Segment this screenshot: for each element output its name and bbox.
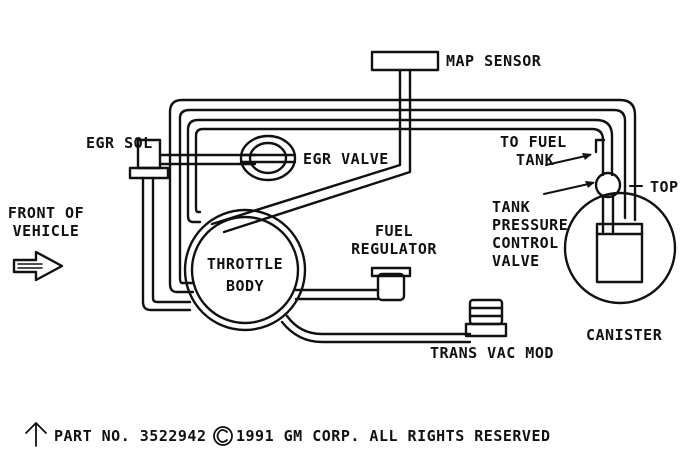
trans-vac-modulator [464,298,508,338]
throttle-body-label: THROTTLE BODY [206,255,284,295]
footer-copyright: 1991 GM CORP. ALL RIGHTS RESERVED [236,427,551,445]
copyright-icon [213,426,233,446]
fuel-regulator [370,266,412,302]
canister-vapor-hose-inner [186,118,614,224]
map-sensor [370,50,440,86]
top-label: TOP [650,178,679,196]
footer-symbols [25,422,233,447]
gm-arrow-icon [25,422,47,447]
tank-pressure-control-valve-label: TANK PRESSURE CONTROL VALVE [492,198,569,270]
egr-solenoid-hose [128,138,257,312]
trans-vac-hose [280,314,472,344]
egr-valve-label: EGR VALVE [303,150,389,168]
to-fuel-tank-label: TO FUEL TANK [500,133,567,169]
egr-sol-label: EGR SOL [86,134,153,152]
leader-lines [543,154,643,195]
throttle-body [183,208,307,332]
fuel-regulator-label: FUEL REGULATOR [351,222,437,258]
fuel-regulator-hose [294,288,380,301]
canister-label: CANISTER [586,326,663,344]
canister [563,191,677,305]
map-sensor-label: MAP SENSOR [446,52,542,70]
tank-pressure-control-valve [594,138,622,234]
footer-part-number: PART NO. 3522942 [54,427,207,445]
canister-purge-hose-outer [168,98,637,294]
egr-valve [239,134,297,182]
trans-vac-mod-label: TRANS VAC MOD [430,344,554,362]
front-arrow-icon [12,250,64,282]
front-of-vehicle-label: FRONT OF VEHICLE [7,204,85,240]
